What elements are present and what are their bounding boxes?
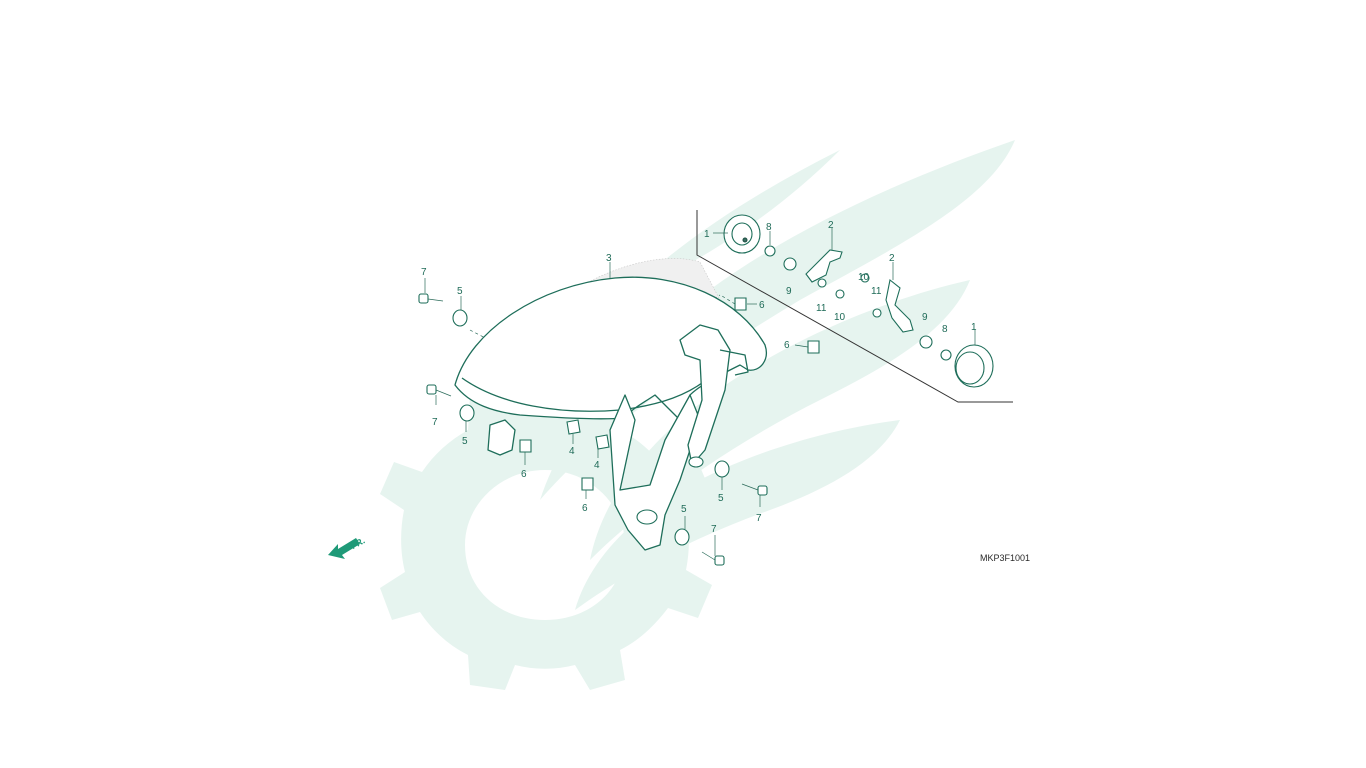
- callout-label: 11: [816, 303, 827, 314]
- front-fender: [454, 276, 767, 551]
- reflector-cap-upper: [723, 214, 761, 254]
- callout-label: 7: [432, 417, 438, 428]
- clip-6c: [519, 439, 532, 453]
- callout-label: 2: [889, 253, 895, 264]
- callout-label: 5: [718, 493, 724, 504]
- callout-label: 3: [606, 253, 612, 264]
- callout-label: 6: [784, 340, 790, 351]
- clip-4a: [566, 419, 581, 435]
- assembly-lines: [469, 294, 736, 386]
- bolt-b: [426, 384, 452, 397]
- washer-11-upper: [817, 278, 827, 288]
- callout-label: 7: [421, 267, 427, 278]
- leader-lines: [424, 228, 976, 556]
- callout-label: 10: [858, 272, 870, 283]
- nut-10-a: [860, 273, 870, 283]
- callout-label: 4: [569, 446, 575, 457]
- hardware: [418, 214, 994, 566]
- diagram-frame: [696, 210, 1013, 403]
- callout-label: 6: [759, 300, 765, 311]
- bolt-a: [418, 293, 444, 304]
- callout-label: 6: [582, 503, 588, 514]
- callout-label: 6: [521, 469, 527, 480]
- diagram-code: MKP3F1001: [980, 553, 1030, 563]
- callout-label: 9: [922, 312, 928, 323]
- bolt-c: [741, 483, 768, 496]
- callout-label: 11: [871, 286, 882, 297]
- clip-6d: [581, 477, 594, 491]
- callout-label: 5: [681, 504, 687, 515]
- nut-8-upper: [764, 245, 776, 257]
- clip-6b: [807, 340, 820, 354]
- nut-8-lower: [940, 349, 952, 361]
- bracket-upper: [805, 249, 843, 283]
- direction-label: FR.: [349, 535, 366, 551]
- callout-label: 2: [828, 220, 834, 231]
- grommet-d: [674, 528, 690, 546]
- washer-11-lower: [872, 308, 882, 318]
- nut-10-b: [835, 289, 845, 299]
- nut-9-lower: [919, 335, 933, 349]
- arrow-left-icon: [328, 538, 360, 559]
- callout-label: 5: [462, 436, 468, 447]
- bolt-d: [701, 551, 725, 566]
- clip-4b: [595, 434, 610, 450]
- grommet-a: [452, 309, 468, 327]
- callout-label: 9: [786, 286, 792, 297]
- callout-label: 8: [942, 324, 948, 335]
- reflector-cap-lower: [954, 344, 994, 388]
- callout-label: 7: [756, 513, 762, 524]
- grommet-b: [459, 404, 475, 422]
- clip-6a: [734, 297, 747, 311]
- callout-label: 10: [834, 312, 846, 323]
- callout-label: 1: [971, 322, 977, 333]
- front-direction-indicator: FR.: [328, 535, 367, 559]
- callout-label: 7: [711, 524, 717, 535]
- bracket-lower: [885, 279, 914, 333]
- grommet-c: [714, 460, 730, 478]
- nut-9-upper: [783, 257, 797, 271]
- callout-label: 1: [704, 229, 710, 240]
- callout-label: 8: [766, 222, 772, 233]
- callout-label: 5: [457, 286, 463, 297]
- callout-label: 4: [594, 460, 600, 471]
- callout-labels: 1 8 2 9 11 10 10 2 11 9 8 1 3 7 5 6 6 7 …: [421, 220, 977, 535]
